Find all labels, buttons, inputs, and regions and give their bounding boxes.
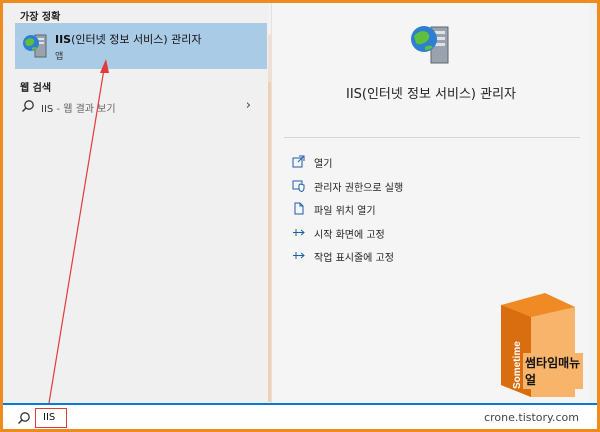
action-pin-to-taskbar-label: 작업 표시줄에 고정 bbox=[314, 253, 394, 264]
search-icon bbox=[22, 100, 34, 112]
logo-label: 썸타임매뉴얼 bbox=[523, 353, 583, 389]
action-pin-to-taskbar[interactable]: 작업 표시줄에 고정 bbox=[292, 247, 532, 265]
action-run-as-admin-label: 관리자 권한으로 실행 bbox=[314, 183, 404, 194]
web-search-text: IIS - 웹 결과 보기 bbox=[41, 104, 116, 115]
best-match-heading: 가장 정확 bbox=[20, 12, 61, 23]
action-open-file-location[interactable]: 파일 위치 열기 bbox=[292, 200, 532, 218]
results-panel: 가장 정확 IIS(인터넷 정보 서비스) 관리자 앱 웹 검색 IIS - 웹… bbox=[3, 3, 268, 403]
web-search-heading: 웹 검색 bbox=[20, 83, 52, 94]
open-icon bbox=[292, 155, 305, 168]
web-search-item[interactable]: IIS - 웹 결과 보기 › bbox=[15, 95, 267, 119]
sometime-logo: Sometime 썸타임매뉴얼 bbox=[495, 293, 583, 399]
action-pin-to-start-label: 시작 화면에 고정 bbox=[314, 230, 385, 241]
iis-large-icon bbox=[411, 26, 449, 64]
file-location-icon bbox=[294, 202, 304, 215]
iis-app-icon bbox=[23, 34, 47, 58]
detail-title: IIS(인터넷 정보 서비스) 관리자 bbox=[345, 87, 517, 102]
action-pin-to-start[interactable]: 시작 화면에 고정 bbox=[292, 224, 532, 242]
detail-divider bbox=[284, 137, 580, 138]
best-match-title: IIS(인터넷 정보 서비스) 관리자 bbox=[55, 33, 202, 46]
search-bar: IIS crone.tistory.com bbox=[3, 403, 597, 429]
credit-text: crone.tistory.com bbox=[484, 411, 579, 424]
search-input[interactable]: IIS bbox=[43, 412, 56, 423]
shield-icon bbox=[292, 180, 305, 192]
pin-icon bbox=[293, 229, 305, 236]
logo-side-text: Sometime bbox=[512, 341, 523, 389]
action-open[interactable]: 열기 bbox=[292, 153, 532, 171]
search-query-highlight bbox=[35, 408, 67, 428]
action-open-file-location-label: 파일 위치 열기 bbox=[314, 206, 376, 217]
action-run-as-admin[interactable]: 관리자 권한으로 실행 bbox=[292, 177, 532, 195]
search-icon bbox=[18, 412, 30, 424]
best-match-subtitle: 앱 bbox=[55, 52, 64, 62]
action-open-label: 열기 bbox=[314, 159, 333, 170]
chevron-right-icon[interactable]: › bbox=[245, 98, 251, 113]
best-match-item[interactable]: IIS(인터넷 정보 서비스) 관리자 앱 bbox=[15, 23, 267, 69]
pin-icon bbox=[293, 252, 305, 259]
